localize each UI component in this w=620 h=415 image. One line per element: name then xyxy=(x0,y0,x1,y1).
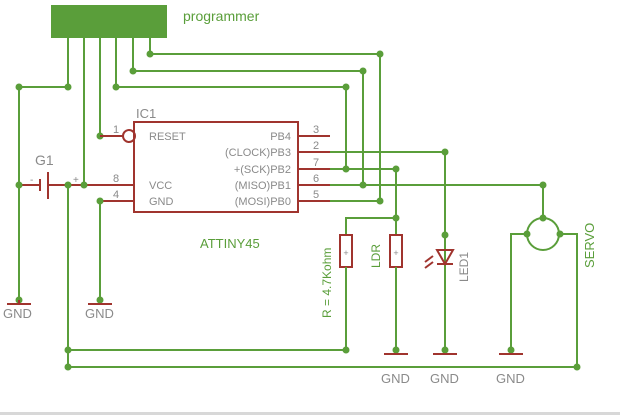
gnd-label: GND xyxy=(430,371,459,386)
pin-num-8: 8 xyxy=(113,173,119,185)
programmer-label: programmer xyxy=(183,8,260,24)
programmer-wires xyxy=(18,38,381,300)
pin-num-3: 3 xyxy=(313,124,319,136)
pin-label-gnd: GND xyxy=(149,196,174,208)
bottom-border xyxy=(0,412,620,415)
pin-num-4: 4 xyxy=(113,189,119,201)
servo-label: SERVO xyxy=(582,223,597,268)
programmer-header[interactable] xyxy=(51,5,167,38)
pin-label-pb3: (CLOCK)PB3 xyxy=(225,147,291,159)
pin-num-1: 1 xyxy=(113,124,119,136)
battery-minus: - xyxy=(30,175,33,186)
gnd-label: GND xyxy=(381,371,410,386)
battery-name: G1 xyxy=(35,152,54,168)
ic-part: ATTINY45 xyxy=(200,236,260,251)
gnd-label: GND xyxy=(85,306,114,321)
pin-num-5: 5 xyxy=(313,189,319,201)
pin-label-pb0: (MOSI)PB0 xyxy=(235,196,291,208)
led1[interactable] xyxy=(424,249,455,269)
ic-name: IC1 xyxy=(136,106,156,121)
gnd-label: GND xyxy=(496,371,525,386)
pin-num-6: 6 xyxy=(313,173,319,185)
svg-text:+: + xyxy=(343,248,348,258)
pin-num-7: 7 xyxy=(313,157,319,169)
led-label: LED1 xyxy=(457,252,471,282)
battery-plus: + xyxy=(73,175,79,186)
pin-label-pb4: PB4 xyxy=(270,131,291,143)
pin-label-reset: RESET xyxy=(149,131,186,143)
pin-label-pb2: +(SCK)PB2 xyxy=(234,164,291,176)
ic-attiny45[interactable] xyxy=(84,121,330,213)
svg-text:+: + xyxy=(393,248,398,258)
pin-label-pb1: (MISO)PB1 xyxy=(235,180,291,192)
servo[interactable] xyxy=(526,217,560,251)
pin-label-vcc: VCC xyxy=(149,180,172,192)
ldr[interactable]: + xyxy=(389,234,403,268)
pin-num-2: 2 xyxy=(313,140,319,152)
ground-symbols xyxy=(7,296,523,355)
resistor[interactable]: + xyxy=(339,234,353,268)
resistor-label: R = 4.7Kohm xyxy=(320,248,334,318)
ldr-label: LDR xyxy=(369,244,383,268)
gnd-label: GND xyxy=(3,306,32,321)
